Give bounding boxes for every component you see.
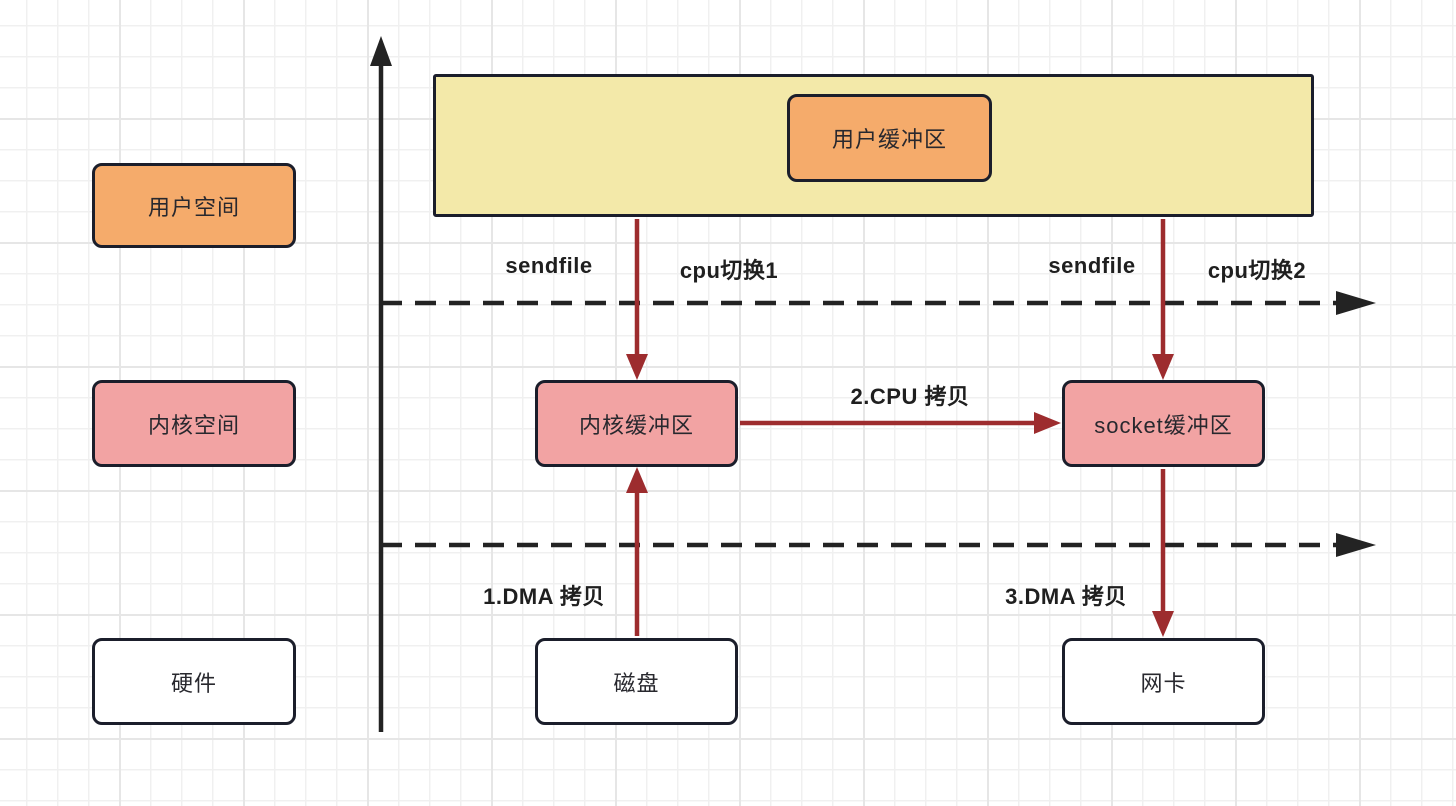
node-label-nic: 网卡: [1140, 670, 1187, 696]
node-nic: 网卡: [1062, 638, 1265, 725]
node-user-buffer: 用户缓冲区: [787, 94, 992, 182]
arrow-dma-copy-disk-head-icon: [626, 467, 648, 493]
node-label-kernel-buffer: 内核缓冲区: [578, 412, 694, 438]
arrow-sendfile-to-kernel-buffer-head-icon: [626, 354, 648, 380]
vertical-axis-arrowhead-icon: [370, 36, 392, 66]
edge-label-cpu-copy: 2.CPU 拷贝: [850, 384, 970, 409]
edge-label-sendfile-2: sendfile: [1048, 253, 1136, 278]
node-kernel-buffer: 内核缓冲区: [535, 380, 738, 467]
layer-box-user-space: 用户空间: [92, 163, 296, 248]
edge-label-cpu-switch-2: cpu切换2: [1207, 258, 1307, 283]
arrow-cpu-copy-head-icon: [1034, 412, 1061, 434]
layer-box-kernel-space: 内核空间: [92, 380, 296, 467]
node-label-disk: 磁盘: [613, 670, 660, 696]
dashed-boundary-kernel-hardware-arrowhead-icon: [1336, 533, 1376, 557]
node-socket-buffer: socket缓冲区: [1062, 380, 1265, 467]
edge-label-dma-copy-2: 3.DMA 拷贝: [1005, 584, 1127, 609]
layer-label-hardware: 硬件: [170, 670, 217, 696]
edge-label-dma-copy-1: 1.DMA 拷贝: [483, 584, 605, 609]
dashed-boundary-user-kernel-arrowhead-icon: [1336, 291, 1376, 315]
arrow-sendfile-to-socket-buffer-head-icon: [1152, 354, 1174, 380]
edge-label-sendfile-1: sendfile: [505, 253, 593, 278]
node-disk: 磁盘: [535, 638, 738, 725]
layer-label-user-space: 用户空间: [147, 194, 240, 220]
layer-label-kernel-space: 内核空间: [147, 412, 240, 438]
node-label-user-buffer: 用户缓冲区: [831, 127, 947, 152]
arrow-dma-copy-nic-head-icon: [1152, 611, 1174, 637]
node-label-socket-buffer: socket缓冲区: [1094, 412, 1233, 438]
layer-box-hardware: 硬件: [92, 638, 296, 725]
edge-label-cpu-switch-1: cpu切换1: [679, 258, 779, 283]
